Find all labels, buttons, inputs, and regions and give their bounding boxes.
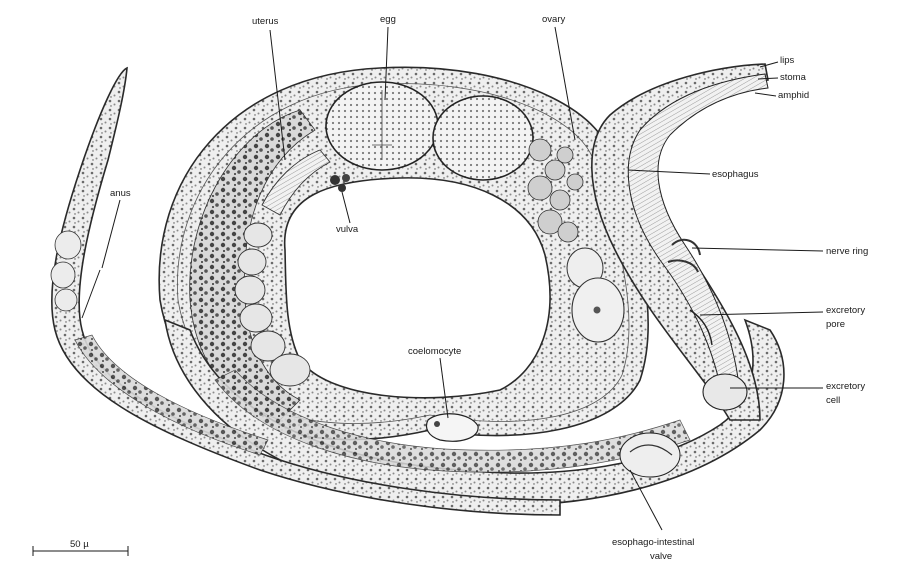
scale-bar-label: 50 µ (70, 539, 89, 550)
valve-region (619, 432, 681, 478)
label-esophago-valve-1: esophago-intestinal (612, 537, 694, 548)
label-nerve-ring: nerve ring (826, 246, 868, 257)
label-amphid: amphid (778, 90, 809, 101)
label-esophago-valve-2: valve (650, 551, 672, 562)
esophagus-bulb (702, 373, 748, 411)
label-excretory-cell-1: excretory (826, 381, 865, 392)
labels: uterus egg ovary lips stoma amphid anus … (110, 14, 868, 562)
label-excretory-pore-2: pore (826, 319, 845, 330)
egg-2 (432, 95, 534, 181)
scale-bar: 50 µ (32, 539, 129, 556)
label-ovary: ovary (542, 14, 565, 25)
label-esophagus: esophagus (712, 169, 759, 180)
label-stoma: stoma (780, 72, 807, 83)
label-lips: lips (780, 55, 795, 66)
label-coelomocyte: coelomocyte (408, 346, 461, 357)
lower-intestine (214, 369, 691, 473)
worm-body (158, 66, 649, 442)
tail-cells (50, 230, 82, 312)
label-uterus: uterus (252, 16, 279, 27)
uterus-cells (234, 222, 311, 387)
nerve-ring-band (667, 238, 701, 273)
tail-gut (74, 334, 269, 456)
leader-lines (101, 26, 824, 531)
label-excretory-pore-1: excretory (826, 305, 865, 316)
label-egg: egg (380, 14, 396, 25)
uterus-duct (261, 149, 331, 216)
ovary-cells (527, 138, 584, 243)
coelomocyte-cell (425, 413, 479, 442)
vulva-structure (330, 174, 350, 192)
label-excretory-cell-2: cell (826, 395, 840, 406)
label-vulva: vulva (336, 224, 359, 235)
label-anus: anus (110, 188, 131, 199)
